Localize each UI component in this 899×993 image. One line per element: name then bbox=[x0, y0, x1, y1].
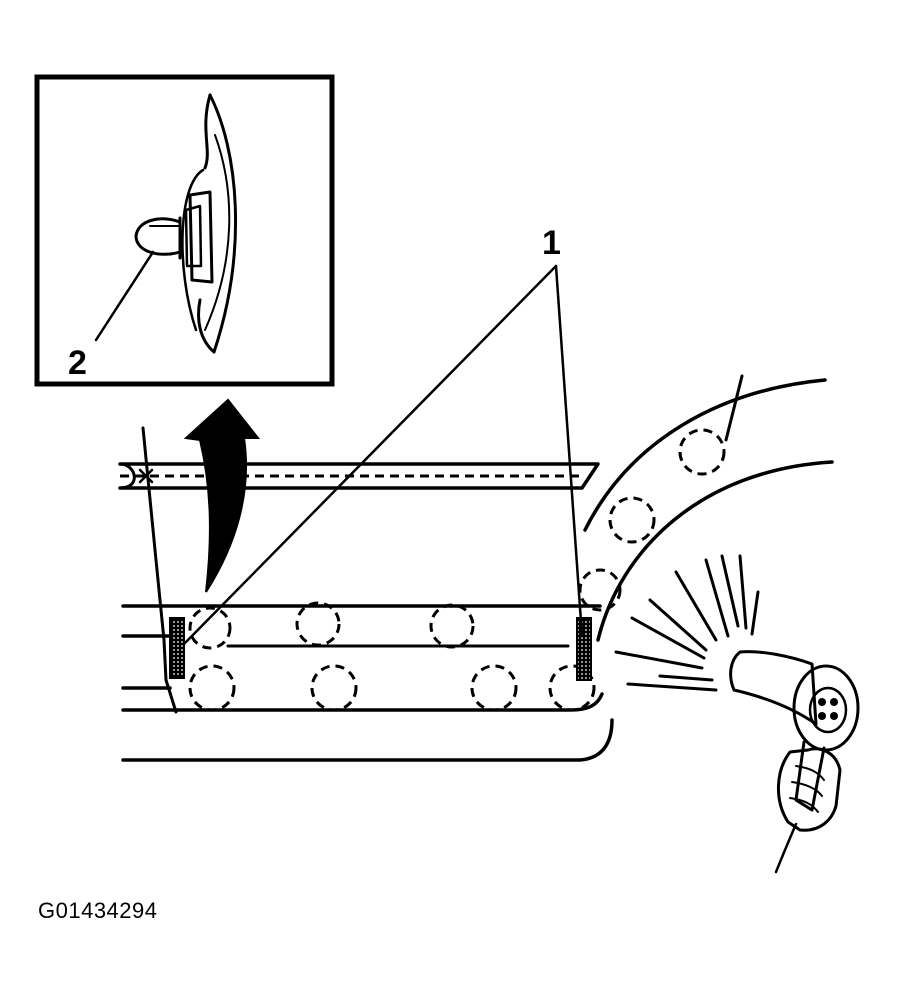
door-edge-line bbox=[141, 426, 178, 714]
adhesive-tape-left bbox=[169, 617, 185, 679]
clip-detail-inset: 2 bbox=[34, 74, 335, 387]
callout-2-leader bbox=[94, 250, 155, 342]
clip-positions-lower bbox=[188, 601, 596, 712]
trim-clip bbox=[134, 190, 214, 284]
rocker-moulding bbox=[121, 604, 614, 762]
heat-rays bbox=[614, 554, 760, 692]
callout-2-label: 2 bbox=[68, 344, 87, 382]
callout-1-label: 1 bbox=[542, 224, 561, 262]
hand-icon bbox=[774, 747, 842, 874]
figure-id: G01434294 bbox=[38, 898, 158, 923]
adhesive-tape-right bbox=[576, 617, 592, 681]
callout-1-leaders bbox=[182, 264, 584, 646]
curved-arrow-icon bbox=[183, 398, 261, 593]
molding-cross-section bbox=[181, 93, 237, 354]
wheel-arch-moulding bbox=[578, 374, 834, 642]
